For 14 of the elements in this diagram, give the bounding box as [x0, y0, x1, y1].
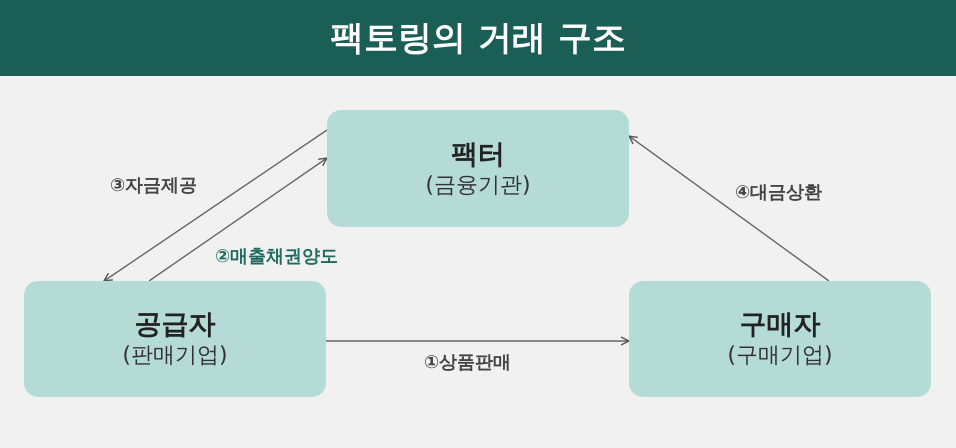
entity-description: (금융기관): [425, 172, 531, 200]
arrow: [103, 129, 328, 282]
title-banner: 팩토링의 거래 구조: [0, 0, 956, 76]
entity-name: 공급자: [134, 308, 216, 342]
entity-name: 팩터: [451, 138, 505, 172]
entity-description: (판매기업): [122, 342, 228, 370]
entity-name: 구매자: [740, 308, 820, 342]
arrow: [148, 157, 328, 282]
entity-box: [629, 281, 931, 397]
arrow: [628, 135, 830, 282]
entity-description: (구매기업): [727, 342, 833, 370]
entity-box: [24, 281, 326, 397]
arrow: [326, 336, 630, 346]
entity-box: [327, 110, 629, 227]
